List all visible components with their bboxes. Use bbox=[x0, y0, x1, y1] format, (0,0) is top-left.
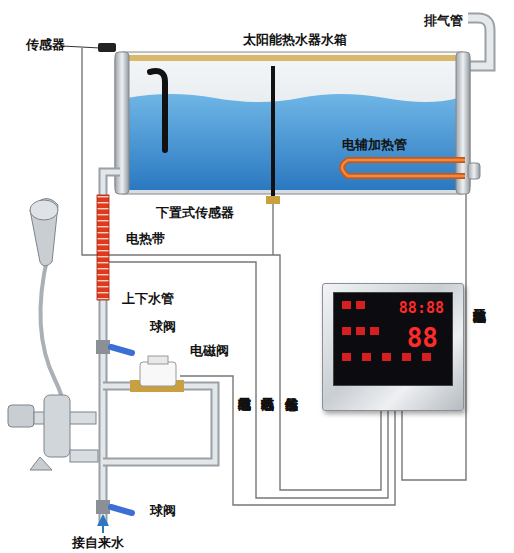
display-digits: 88 bbox=[407, 323, 438, 353]
ball-valve bbox=[96, 340, 132, 514]
display-icon bbox=[356, 327, 365, 335]
inflow-arrow bbox=[102, 520, 104, 533]
display-icon bbox=[422, 353, 431, 361]
inlet-label: 接自来水 bbox=[72, 536, 124, 550]
solenoid-valve bbox=[148, 356, 168, 364]
wire bbox=[272, 204, 273, 255]
heating-tube bbox=[468, 163, 480, 179]
display-icon bbox=[342, 353, 351, 361]
display-icon bbox=[342, 301, 351, 309]
lower-sensor bbox=[271, 66, 275, 200]
display-icon bbox=[342, 327, 351, 335]
solenoid-valve bbox=[140, 362, 176, 386]
display-icon bbox=[362, 353, 371, 361]
water-tank bbox=[115, 52, 470, 194]
ball-valve bbox=[111, 507, 132, 513]
heating-tube bbox=[342, 160, 480, 179]
heating-tube bbox=[342, 160, 465, 176]
shower bbox=[30, 457, 52, 470]
wire bbox=[62, 46, 100, 48]
water-pipe bbox=[103, 386, 215, 462]
valve-label: 球阀 bbox=[150, 504, 176, 518]
display-digits: 88:88 bbox=[399, 299, 444, 317]
lower-sensor bbox=[266, 196, 280, 204]
display-icon bbox=[370, 327, 379, 335]
shower bbox=[44, 395, 70, 457]
valve-label: 球阀 bbox=[150, 320, 176, 334]
heating-belt bbox=[97, 195, 109, 300]
heater-label: 电辅加热管 bbox=[342, 138, 407, 152]
sensor bbox=[150, 71, 165, 150]
water-tank bbox=[128, 55, 458, 61]
inflow-arrow bbox=[103, 520, 104, 533]
solenoid-label: 电磁阀 bbox=[190, 344, 229, 358]
display-screen: 88:88 88 bbox=[333, 292, 453, 386]
shower bbox=[30, 199, 58, 266]
sensor bbox=[98, 43, 116, 52]
wire bbox=[62, 46, 474, 505]
shower bbox=[8, 199, 98, 470]
ball-valve bbox=[96, 500, 110, 514]
controller: 88:88 88 bbox=[322, 283, 464, 411]
belt-label: 电热带 bbox=[126, 232, 165, 246]
display-icon bbox=[402, 353, 411, 361]
sensor bbox=[98, 43, 165, 150]
display-icon bbox=[382, 353, 391, 361]
display-icon bbox=[356, 301, 365, 309]
heating-tube bbox=[342, 160, 465, 176]
water-tank bbox=[115, 52, 470, 194]
shower bbox=[30, 200, 58, 220]
ball-valve bbox=[111, 347, 132, 353]
lower-sensor bbox=[266, 66, 280, 204]
shower bbox=[8, 405, 34, 427]
solenoid-valve bbox=[130, 356, 184, 392]
shower bbox=[70, 450, 98, 462]
lower-sensor-label: 下置式传感器 bbox=[156, 206, 234, 220]
sensor-label: 传感器 bbox=[26, 38, 65, 52]
exhaust-label: 排气管 bbox=[424, 14, 463, 28]
ball-valve bbox=[96, 340, 110, 354]
pipe-label: 上下水管 bbox=[122, 292, 174, 306]
heating-belt bbox=[97, 195, 109, 300]
water-pipe bbox=[103, 386, 215, 462]
tank-label: 太阳能热水器水箱 bbox=[243, 33, 347, 47]
